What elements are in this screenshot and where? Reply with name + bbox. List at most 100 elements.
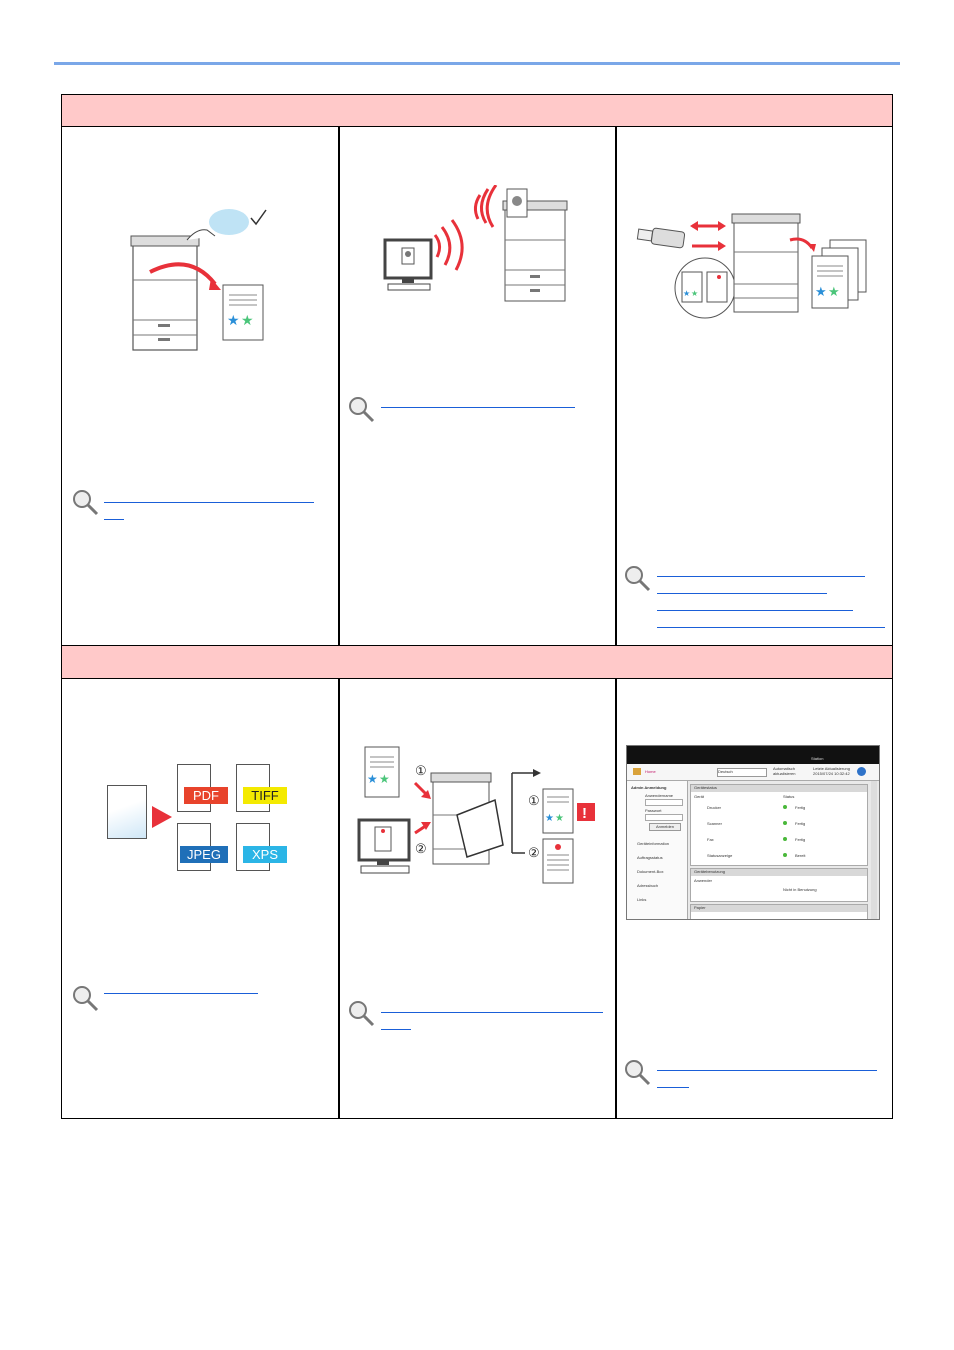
divider [615, 126, 617, 646]
step-marker: ① [528, 793, 540, 808]
ui-home-link[interactable]: Home [645, 769, 656, 774]
ui-language-select[interactable]: Deutsch [717, 768, 767, 777]
ui-login-button[interactable]: Anmelden [649, 823, 681, 831]
home-icon[interactable] [633, 768, 641, 775]
reference-magnifier-icon [625, 566, 651, 592]
ui-username-input[interactable] [645, 799, 683, 806]
svg-text:★: ★ [379, 772, 390, 786]
svg-text:!: ! [582, 805, 587, 822]
divider [338, 126, 340, 646]
ui-last-update-value: 2015/07/24 10:32:42 [813, 771, 850, 776]
ui-password-label: Passwort [645, 808, 662, 813]
ui-nav-item[interactable]: Links [637, 897, 647, 902]
reference-link[interactable] [104, 977, 258, 994]
section-band-top [62, 95, 892, 127]
ui-nav-item[interactable]: Dokument-Box [637, 869, 664, 874]
ui-user-status: Nicht in Benutzung [783, 887, 817, 892]
usb-memory-icon [650, 227, 686, 249]
wireless-wave [433, 234, 442, 258]
ui-paper-panel: Papier [690, 904, 868, 919]
svg-text:★: ★ [555, 813, 564, 824]
alert-icon [577, 803, 595, 821]
reference-magnifier-icon [73, 986, 99, 1012]
reference-link[interactable] [381, 996, 605, 1030]
ui-titlebar: Station [627, 746, 879, 764]
source-document [107, 785, 147, 839]
step-marker: ② [415, 841, 427, 856]
copy-illustration: ★ ★ [130, 209, 267, 351]
ui-device-status: Fertig [795, 821, 806, 826]
reference-magnifier-icon [349, 397, 375, 423]
output-page [811, 255, 849, 309]
reference-magnifier-icon [625, 1060, 651, 1086]
reference-link[interactable] [381, 391, 575, 408]
ui-device-name: Scanner [707, 821, 722, 826]
hand-icon [186, 229, 216, 241]
status-dot-icon [783, 837, 787, 841]
ui-col-device: Gerät [694, 794, 705, 799]
ui-password-input[interactable] [645, 814, 683, 821]
jpeg-label: JPEG [180, 846, 228, 863]
reference-magnifier-icon [73, 490, 99, 516]
ui-scrollbar[interactable] [871, 781, 877, 919]
reference-link[interactable] [657, 560, 887, 628]
ui-device-status-panel: Gerätestatus Gerät Status Drucker Fertig… [690, 784, 868, 866]
svg-text:★: ★ [683, 289, 690, 298]
svg-text:★: ★ [828, 284, 840, 299]
ui-col-status: Status [783, 794, 795, 799]
output-arrow [149, 262, 217, 286]
document-box-illustration: ★ ★ ① ② ① ★ ★ ! ② [357, 746, 595, 884]
pdf-label: PDF [184, 787, 228, 804]
xps-label: XPS [243, 846, 287, 863]
scanner-lid [130, 235, 200, 247]
ui-last-update-label: Letzte Aktualisierung [813, 766, 850, 771]
step-marker: ① [415, 763, 427, 778]
ui-nav-item[interactable]: Auftragsstatus [637, 855, 663, 860]
ui-device-name: Fax [707, 837, 714, 842]
ui-user-panel: Gerätebenutzung Anwender Nicht in Benutz… [690, 868, 868, 902]
reference-magnifier-icon [349, 1001, 375, 1027]
feature-table [61, 94, 893, 1119]
usb-illustration: ★ ★ ★ ★ [636, 213, 867, 319]
header-rule [54, 62, 900, 65]
step-marker: ② [528, 845, 540, 860]
ui-nav-item[interactable]: Geräteinformation [637, 841, 670, 846]
status-dot-icon [783, 821, 787, 825]
ui-device-name: Drucker [707, 805, 722, 810]
output-page [222, 284, 264, 341]
ui-language-value: Deutsch [718, 769, 733, 774]
document-box-folder [456, 798, 504, 858]
reference-link[interactable] [657, 1054, 879, 1088]
ui-device-status: Bereit [795, 853, 806, 858]
divider [615, 678, 617, 1118]
ui-username-label: Anwendername [645, 793, 674, 798]
tiff-label: TIFF [243, 787, 287, 804]
ui-admin-login: Admin Anmeldung [631, 785, 667, 790]
ui-device-name: Statusanzeige [707, 853, 733, 858]
touch-bubble [209, 209, 249, 235]
printer-body [132, 241, 198, 351]
ui-station: Station [811, 756, 824, 761]
svg-text:★: ★ [367, 772, 378, 786]
ui-col-user: Anwender [694, 878, 713, 883]
reference-link[interactable] [104, 486, 314, 520]
ui-sidebar: Admin Anmeldung Anwendername Passwort An… [627, 781, 688, 919]
ui-device-status: Fertig [795, 837, 806, 842]
check-icon [250, 209, 267, 226]
ui-auto-refresh[interactable]: Automatisch aktualisieren [773, 766, 796, 776]
section-band-middle [62, 645, 892, 679]
keyboard [387, 283, 431, 291]
star-icon: ★ [241, 312, 254, 328]
refresh-icon[interactable] [857, 767, 866, 776]
star-icon: ★ [227, 312, 240, 328]
ui-device-status: Fertig [795, 805, 806, 810]
printer-body [733, 219, 799, 313]
svg-text:★: ★ [691, 289, 698, 298]
ui-nav-item[interactable]: Adressbuch [637, 883, 659, 888]
web-ui-screenshot: Station Home Deutsch Automatisch aktuali… [626, 745, 880, 920]
printer-body [504, 206, 566, 302]
svg-text:★: ★ [815, 284, 827, 299]
ui-device-status-header: Gerätestatus [691, 785, 867, 792]
ui-user-section-header: Gerätebenutzung [691, 869, 867, 876]
convert-arrow [152, 806, 172, 828]
